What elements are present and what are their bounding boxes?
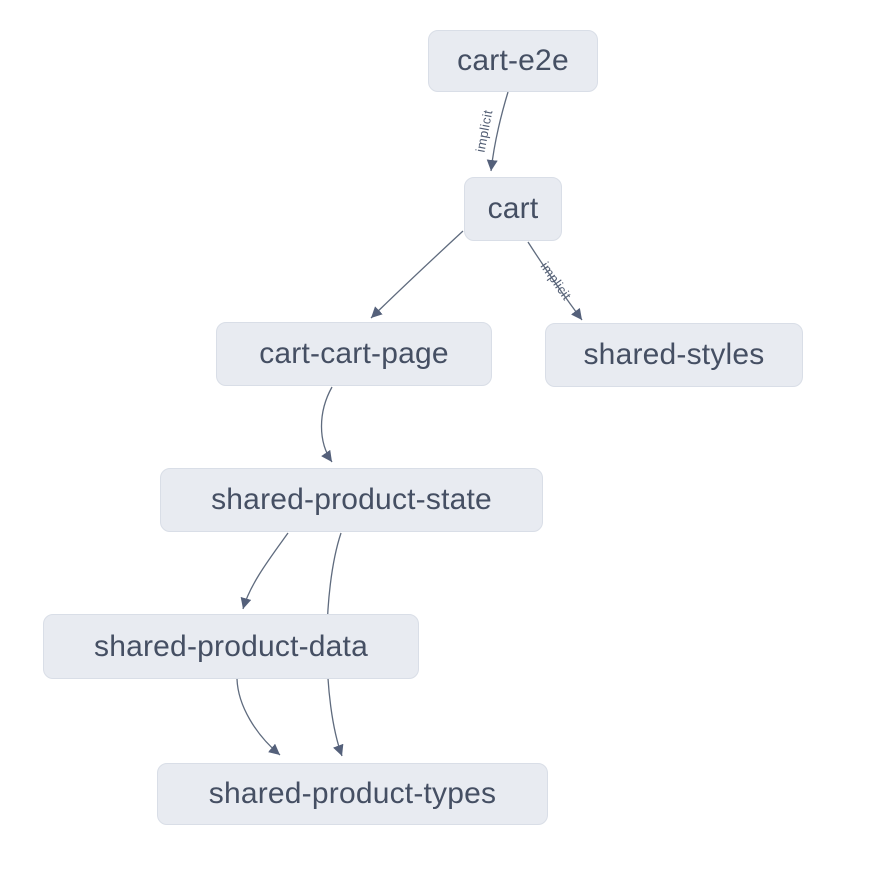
node-shared-product-state[interactable]: shared-product-state bbox=[160, 468, 543, 532]
edge-shared-product-data-to-shared-product-types[interactable] bbox=[236, 678, 281, 756]
edge-shared-product-state-to-shared-product-data[interactable] bbox=[240, 532, 289, 610]
node-cart-e2e[interactable]: cart-e2e bbox=[428, 30, 598, 92]
edge-cart-cart-page-to-shared-product-state[interactable] bbox=[320, 386, 333, 463]
node-cart-cart-page[interactable]: cart-cart-page bbox=[216, 322, 492, 386]
edge-cart-to-shared-styles[interactable] bbox=[527, 241, 583, 321]
node-cart[interactable]: cart bbox=[464, 177, 562, 241]
edge-cart-e2e-to-cart[interactable] bbox=[486, 91, 509, 172]
node-shared-product-types[interactable]: shared-product-types bbox=[157, 763, 548, 825]
node-shared-product-data[interactable]: shared-product-data bbox=[43, 614, 419, 679]
node-shared-styles[interactable]: shared-styles bbox=[545, 323, 803, 387]
edge-cart-to-cart-cart-page[interactable] bbox=[370, 230, 464, 319]
